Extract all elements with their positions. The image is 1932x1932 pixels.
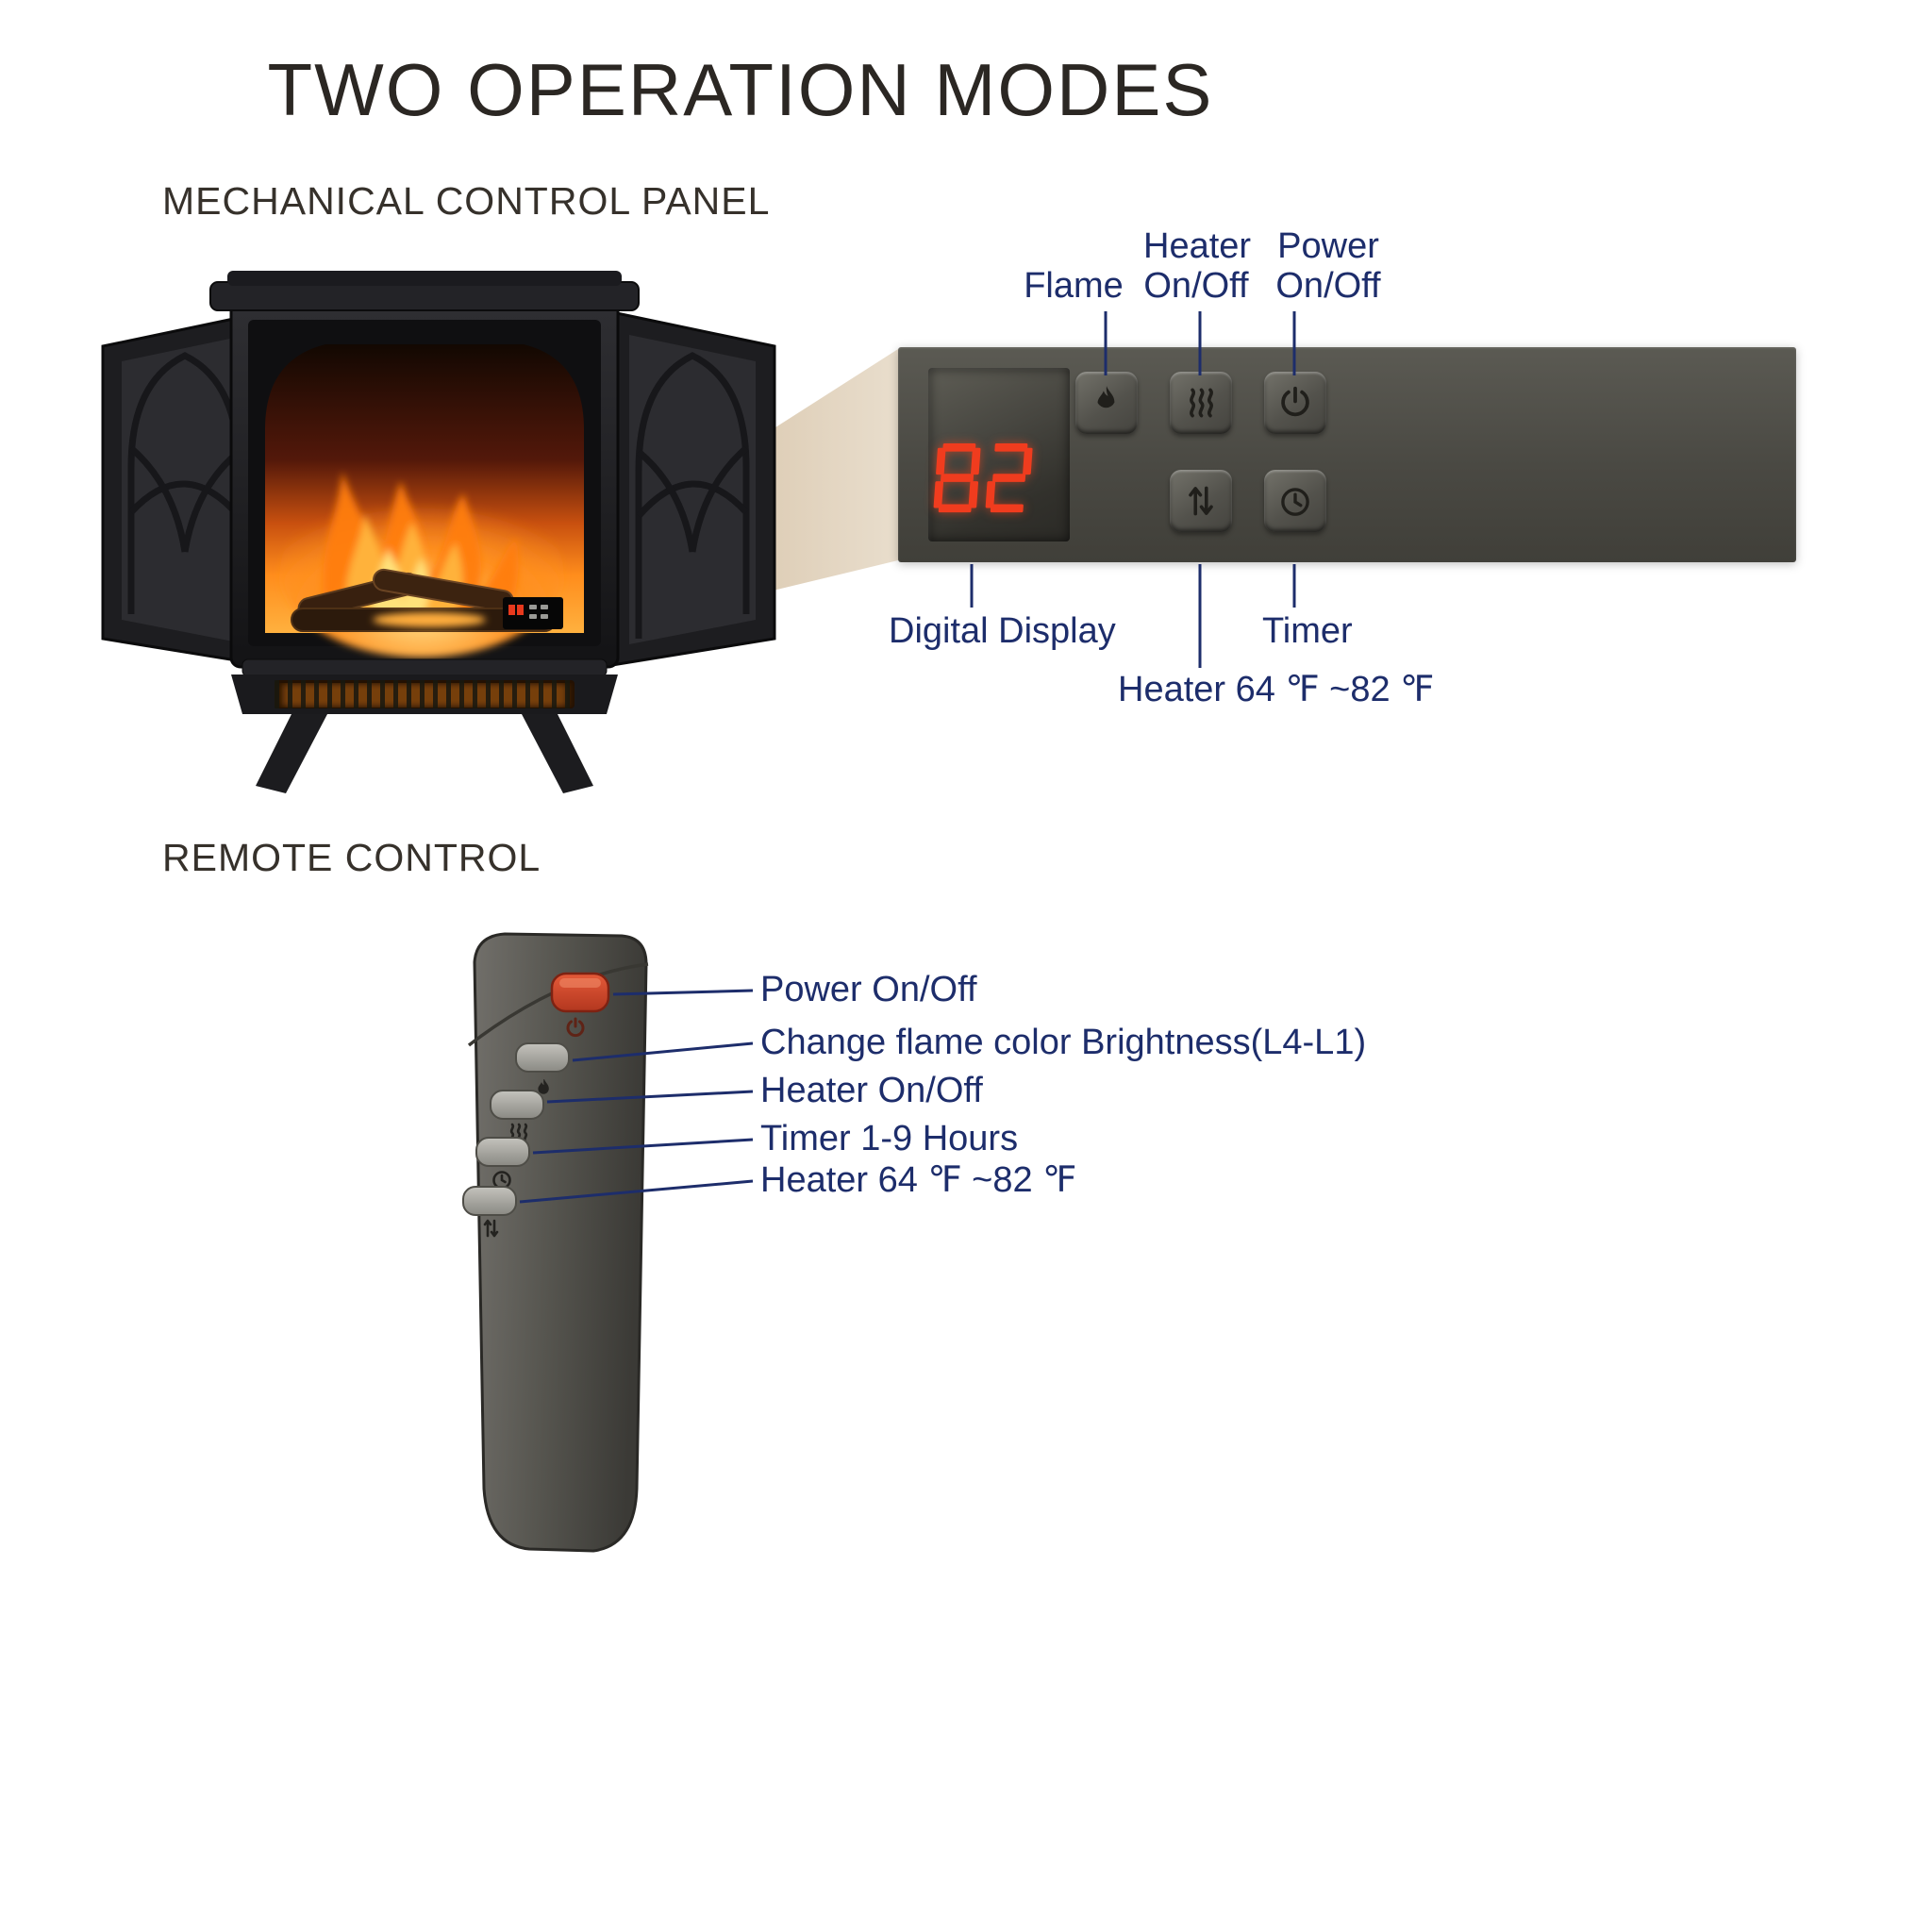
heater-range-label: Heater 64 ℉ ~82 ℉ <box>1118 670 1435 709</box>
fireplace-stove-photo <box>101 271 776 793</box>
remote-flame-button <box>515 1042 570 1073</box>
remote-heater-label: Heater On/Off <box>760 1071 983 1110</box>
remote-power-label: Power On/Off <box>760 970 977 1009</box>
heater-onoff-label-line1: Heater <box>1143 226 1252 266</box>
power-onoff-label-line2: On/Off <box>1275 266 1381 306</box>
power-onoff-button <box>1264 372 1326 434</box>
up-down-arrows-icon <box>1181 481 1221 521</box>
flame-label: Flame <box>1024 266 1124 306</box>
remote-timer-label: Timer 1-9 Hours <box>760 1119 1019 1158</box>
remote-power-button <box>550 972 610 1013</box>
page-title: TWO OPERATION MODES <box>267 48 1214 131</box>
heater-onoff-button <box>1170 372 1232 434</box>
remote-heater-range-label: Heater 64 ℉ ~82 ℉ <box>760 1160 1077 1200</box>
heat-waves-icon <box>1181 383 1221 423</box>
stove-left-door <box>101 310 267 667</box>
remote-control-photo <box>462 932 649 1553</box>
heater-onoff-label-line2: On/Off <box>1143 266 1249 306</box>
power-icon <box>1275 383 1315 423</box>
remote-heater-button <box>490 1090 544 1120</box>
digital-display-value <box>933 443 1033 513</box>
timer-label: Timer <box>1262 611 1353 651</box>
flame-icon <box>1087 383 1126 423</box>
clock-icon <box>1275 481 1315 521</box>
temp-updown-button <box>1170 470 1232 532</box>
control-panel-photo <box>898 347 1796 562</box>
heater-onoff-label: Heater On/Off <box>1143 226 1252 306</box>
remote-flame-brightness-label: Change flame color Brightness(L4-L1) <box>760 1023 1367 1062</box>
power-onoff-label-line1: Power <box>1277 226 1379 266</box>
stove-right-door <box>610 310 776 667</box>
remote-body <box>473 932 648 1553</box>
mechanical-section-heading: MECHANICAL CONTROL PANEL <box>162 179 771 223</box>
digital-display-label: Digital Display <box>889 611 1116 651</box>
flame-icon <box>538 1079 549 1094</box>
flame-button <box>1075 372 1138 434</box>
remote-timer-button <box>475 1137 530 1167</box>
remote-temp-button <box>462 1186 517 1216</box>
stove-mini-panel <box>503 597 563 629</box>
power-icon <box>566 1017 585 1038</box>
stove-body <box>209 271 640 669</box>
power-onoff-label: Power On/Off <box>1275 226 1381 306</box>
stove-base <box>231 658 618 793</box>
digital-display <box>928 368 1070 541</box>
timer-button <box>1264 470 1326 532</box>
up-down-arrows-icon <box>483 1219 499 1238</box>
remote-section-heading: REMOTE CONTROL <box>162 836 541 879</box>
